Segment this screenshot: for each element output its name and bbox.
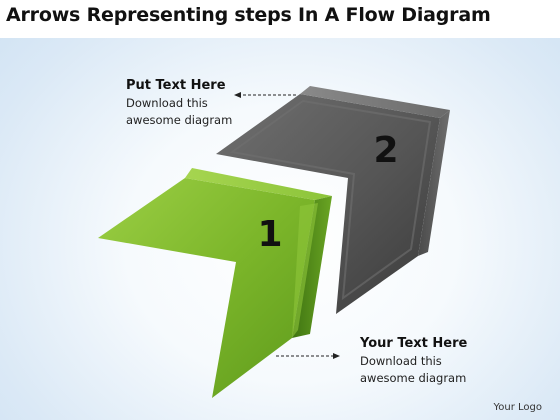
- connector-step-2: [234, 92, 296, 98]
- step-1-body-line-2: awesome diagram: [360, 371, 467, 385]
- arrow-step-2-top-edge: [300, 86, 450, 118]
- step-2-body-line-1: Download this: [126, 96, 208, 110]
- step-2-body-line-2: awesome diagram: [126, 113, 233, 127]
- arrow-step-1-top-edge: [185, 168, 332, 200]
- step-1-text-block: Your Text Here Download this awesome dia…: [360, 334, 467, 387]
- arrow-step-1-face: [98, 178, 315, 398]
- arrow-step-2-face: [216, 94, 440, 314]
- title-bar: Arrows Representing steps In A Flow Diag…: [0, 0, 560, 38]
- arrow-step-1-inner-bevel: [292, 203, 318, 338]
- step-2-number: 2: [373, 130, 398, 171]
- step-1-heading: Your Text Here: [360, 336, 468, 351]
- page-title: Arrows Representing steps In A Flow Diag…: [6, 4, 491, 26]
- arrow-step-2: 2: [216, 86, 450, 314]
- step-1-number: 1: [257, 214, 282, 255]
- arrow-step-2-side-edge: [418, 110, 450, 256]
- connector-step-1: [276, 353, 340, 359]
- logo-text: Your Logo: [493, 402, 542, 413]
- step-2-heading: Put Text Here: [126, 78, 226, 93]
- arrow-step-1: 1: [98, 168, 332, 398]
- arrow-step-2-inner-bevel: [229, 99, 432, 301]
- step-2-text-block: Put Text Here Download this awesome diag…: [126, 76, 232, 129]
- step-1-body-line-1: Download this: [360, 354, 442, 368]
